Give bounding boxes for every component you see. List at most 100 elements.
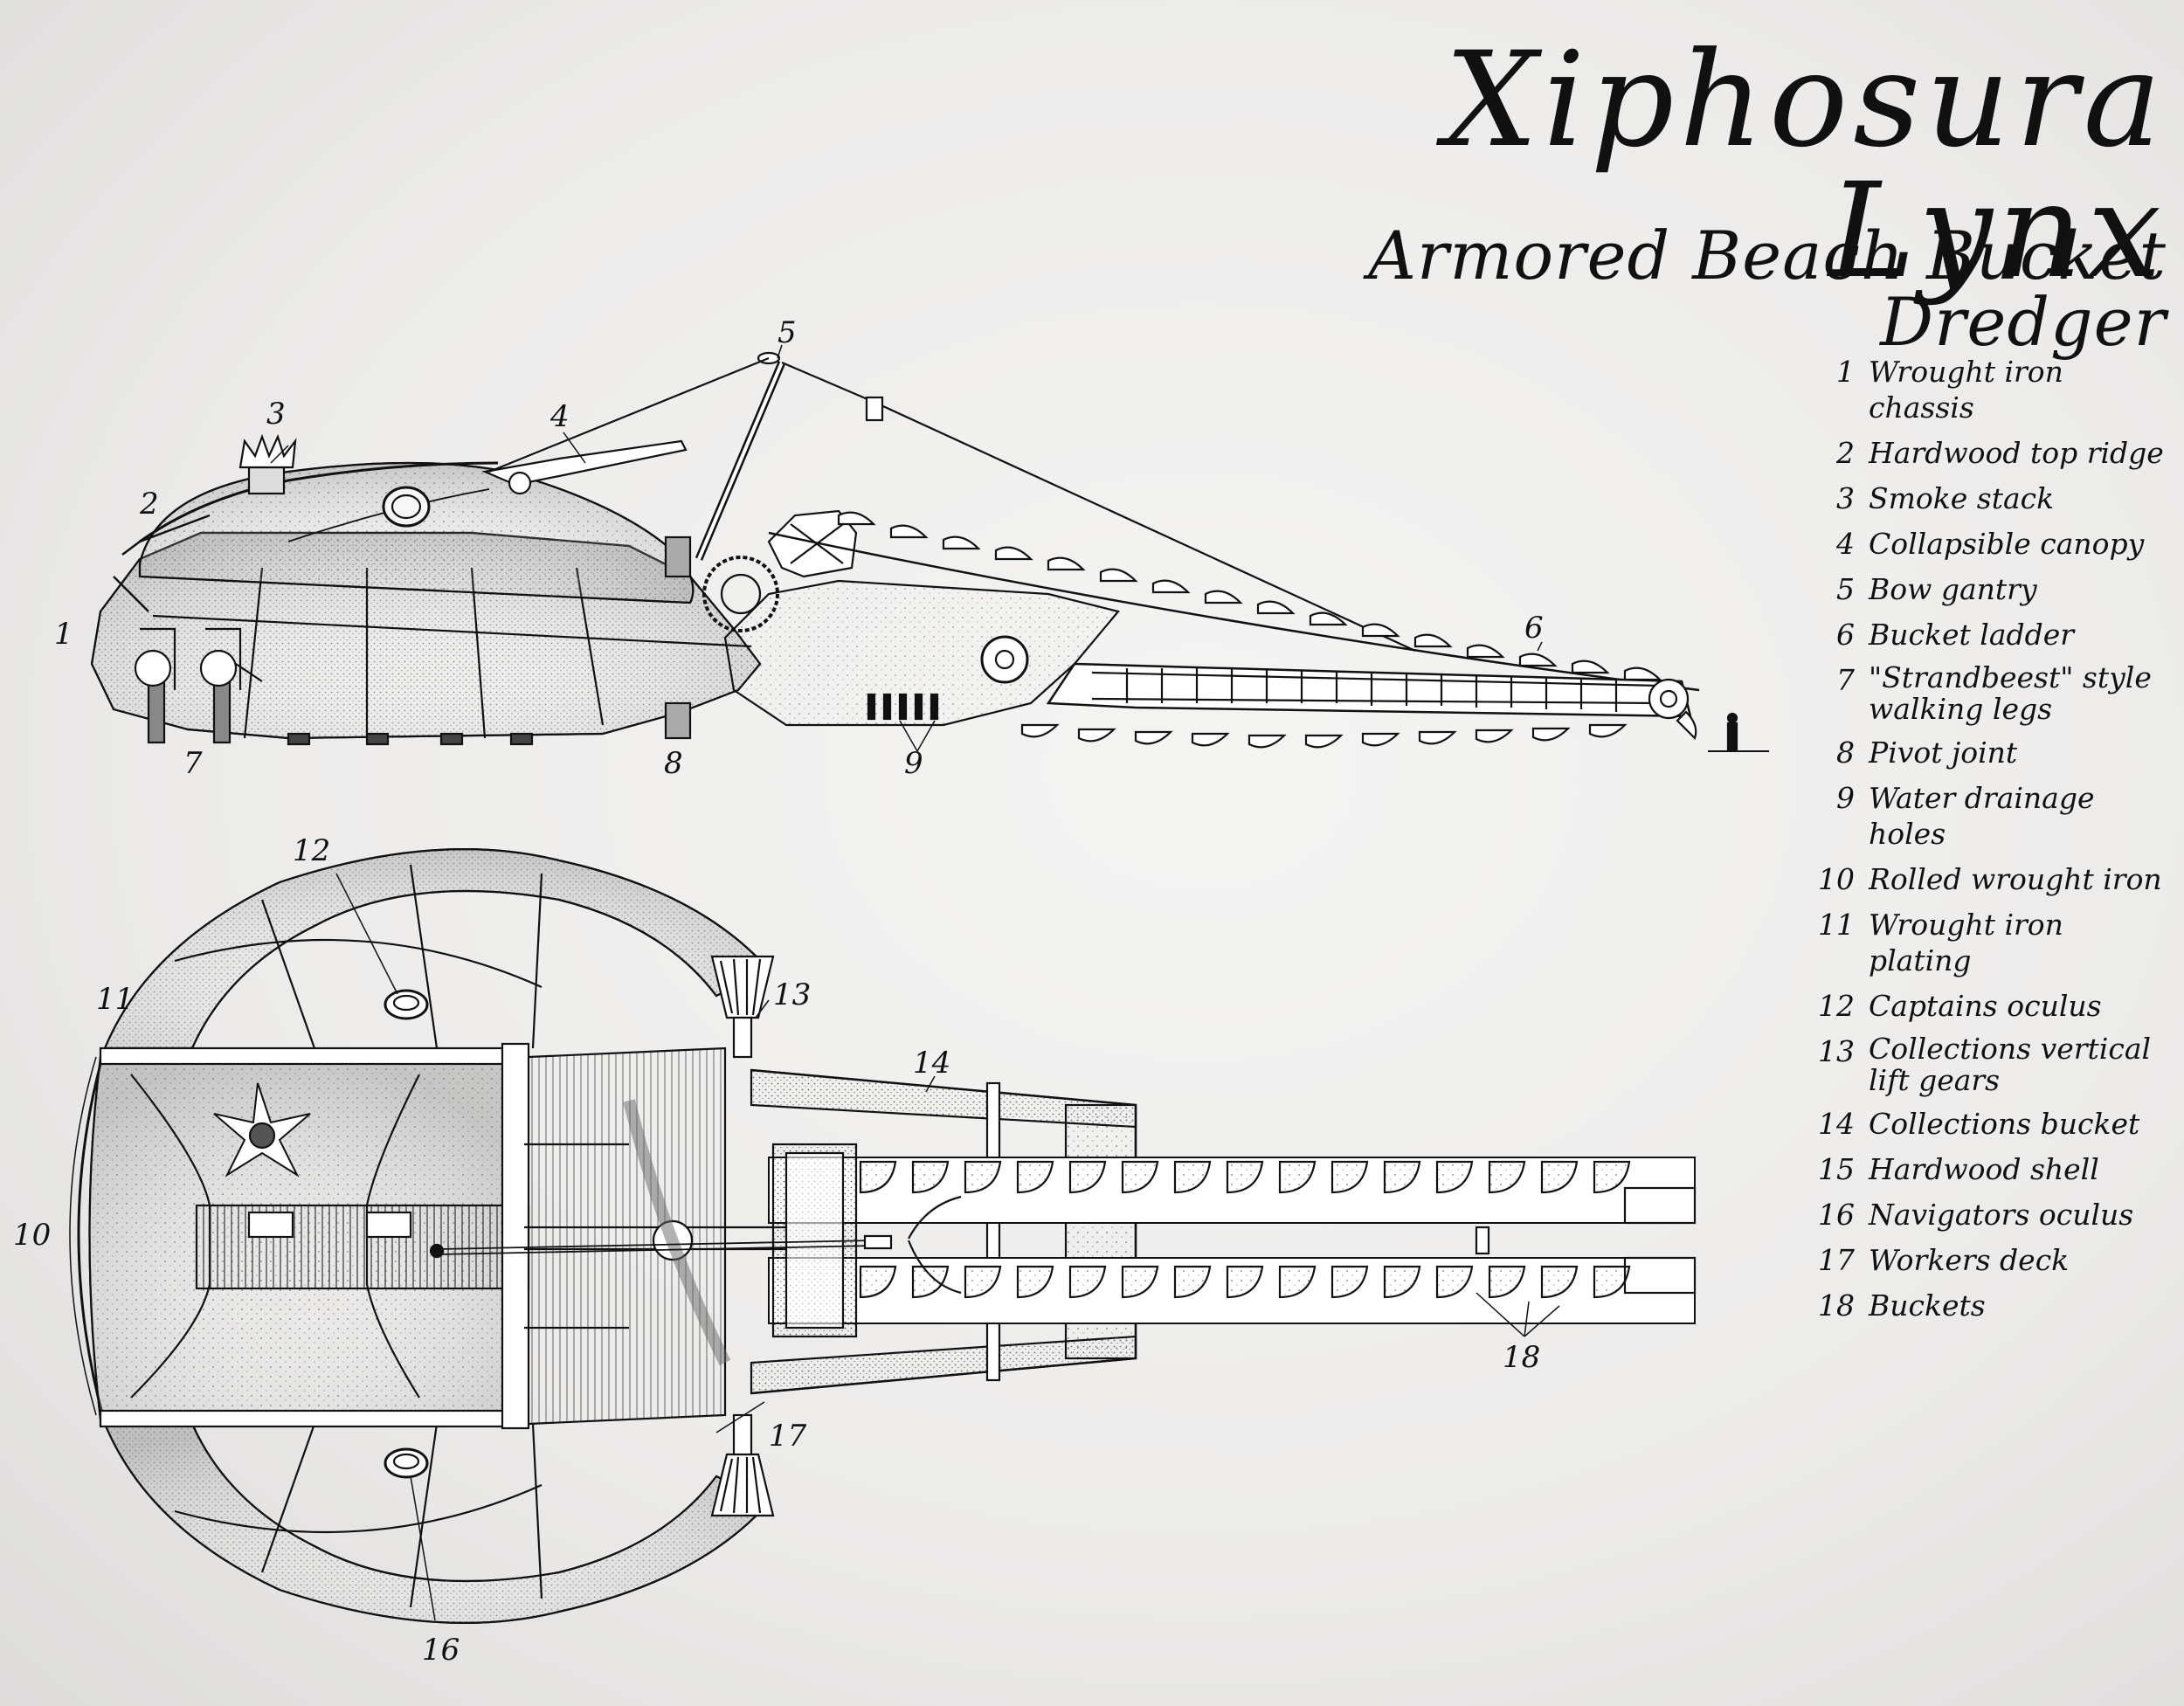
side-leader-lines xyxy=(270,344,1543,752)
legend-number: 4 xyxy=(1836,527,1855,561)
callout-17: 17 xyxy=(769,1419,807,1454)
legend-text: Wrought iron plating xyxy=(1869,908,2063,977)
side-view xyxy=(90,344,1769,752)
captains-oculus-top xyxy=(384,989,429,1020)
legend-item: 5 Bow gantry xyxy=(1804,571,2171,607)
legend-item: 16 Navigators oculus xyxy=(1804,1197,2171,1233)
legend-text: Pivot joint xyxy=(1869,736,2018,770)
ladder-buckets-top xyxy=(837,511,1662,681)
legend-item: 1 Wrought iron chassis xyxy=(1804,354,2171,425)
top-ridge xyxy=(139,461,499,543)
workers-deck xyxy=(88,1046,530,1428)
bucket-ladder xyxy=(768,531,1700,720)
buckets-lower-row xyxy=(859,1265,1631,1299)
legend-text: Captains oculus xyxy=(1869,989,2102,1023)
legend-number: 9 xyxy=(1836,781,1855,815)
legend-number: 15 xyxy=(1818,1152,1855,1186)
legend-item: 13 Collections vertical lift gears xyxy=(1804,1033,2171,1096)
pivot-joint xyxy=(664,535,692,740)
legend-item: 10 Rolled wrought iron xyxy=(1804,861,2171,897)
parts-legend: 1 Wrought iron chassis 2 Hardwood top ridg… xyxy=(1804,354,2171,1333)
legend-text: Water drainage holes xyxy=(1869,781,2095,851)
callout-2: 2 xyxy=(139,487,159,521)
callout-16: 16 xyxy=(422,1633,460,1668)
top-view xyxy=(69,848,1697,1624)
legend-text: "Strandbeest" style walking legs xyxy=(1869,660,2152,726)
legend-number: 14 xyxy=(1818,1107,1855,1141)
bow-gantry xyxy=(488,351,1416,652)
callout-10: 10 xyxy=(13,1218,51,1253)
callout-9: 9 xyxy=(904,746,923,781)
legend-text: Navigators oculus xyxy=(1869,1198,2134,1232)
legend-number: 10 xyxy=(1818,862,1855,896)
callout-18: 18 xyxy=(1503,1340,1540,1375)
callout-3: 3 xyxy=(266,397,286,432)
legend-item: 9 Water drainage holes xyxy=(1804,780,2171,852)
legend-text: Collections vertical lift gears xyxy=(1869,1032,2152,1097)
legend-item: 8 Pivot joint xyxy=(1804,735,2171,770)
buckets-upper-row xyxy=(859,1160,1631,1194)
legend-number: 16 xyxy=(1818,1198,1855,1232)
legend-number: 11 xyxy=(1818,908,1855,942)
legend-number: 1 xyxy=(1836,355,1855,389)
captains-oculus xyxy=(382,486,431,528)
legend-number: 7 xyxy=(1836,663,1855,697)
collections-vertical-lift-gears xyxy=(710,955,775,1517)
legend-item: 3 Smoke stack xyxy=(1804,480,2171,516)
legend-text: Buckets xyxy=(1869,1288,1986,1323)
smoke-stack xyxy=(238,433,297,495)
callout-14: 14 xyxy=(913,1046,950,1081)
callout-12: 12 xyxy=(293,833,330,868)
star-hatch xyxy=(213,1082,311,1178)
legend-text: Collapsible canopy xyxy=(1869,527,2145,561)
callout-7: 7 xyxy=(183,746,203,781)
legend-number: 17 xyxy=(1818,1243,1855,1277)
legend-item: 11 Wrought iron plating xyxy=(1804,907,2171,978)
callout-1: 1 xyxy=(54,617,73,652)
legend-text: Bucket ladder xyxy=(1869,618,2075,652)
legend-number: 13 xyxy=(1818,1034,1855,1068)
legend-item: 4 Collapsible canopy xyxy=(1804,526,2171,562)
legend-item: 12 Captains oculus xyxy=(1804,988,2171,1024)
water-drainage-holes xyxy=(867,693,939,721)
callout-numbers: 1 2 3 4 5 6 7 8 9 10 11 12 13 14 16 17 1… xyxy=(13,315,1544,1668)
drive-shaft xyxy=(429,1195,1490,1295)
rolled-wrought-iron xyxy=(69,1047,107,1425)
callout-8: 8 xyxy=(664,746,683,781)
callout-11: 11 xyxy=(96,982,134,1017)
callout-13: 13 xyxy=(773,977,811,1012)
legend-number: 18 xyxy=(1818,1288,1855,1323)
scale-human-figure xyxy=(1708,712,1769,752)
collapsible-canopy xyxy=(481,439,688,495)
walking-legs xyxy=(134,627,534,746)
legend-number: 8 xyxy=(1836,736,1855,770)
legend-text: Wrought iron chassis xyxy=(1869,355,2063,425)
legend-text: Rolled wrought iron xyxy=(1869,862,2162,896)
subtitle: Armored Beach Bucket Dredger xyxy=(1368,217,2167,361)
legend-item: 17 Workers deck xyxy=(1804,1242,2171,1278)
legend-item: 7 "Strandbeest" style walking legs xyxy=(1804,662,2171,725)
legend-item: 18 Buckets xyxy=(1804,1288,2171,1323)
navigators-oculus xyxy=(384,1447,429,1479)
wrought-iron-plating-lower xyxy=(103,1422,771,1624)
legend-item: 15 Hardwood shell xyxy=(1804,1151,2171,1187)
legend-text: Hardwood top ridge xyxy=(1869,436,2164,470)
rear-hull xyxy=(702,556,1120,727)
legend-text: Workers deck xyxy=(1869,1243,2070,1277)
legend-text: Bow gantry xyxy=(1869,572,2037,606)
legend-text: Smoke stack xyxy=(1869,481,2055,515)
legend-text: Hardwood shell xyxy=(1869,1152,2099,1186)
legend-number: 2 xyxy=(1836,436,1855,470)
legend-number: 3 xyxy=(1836,481,1855,515)
legend-number: 5 xyxy=(1836,572,1855,606)
legend-item: 2 Hardwood top ridge xyxy=(1804,435,2171,471)
gantry-beams xyxy=(501,1042,786,1430)
callout-4: 4 xyxy=(549,399,570,434)
wrought-iron-plating-upper xyxy=(103,848,771,1050)
ladder-buckets-bottom xyxy=(1020,710,1697,749)
legend-number: 12 xyxy=(1818,989,1855,1023)
title: Xiphosura Lynx xyxy=(1444,24,2167,307)
